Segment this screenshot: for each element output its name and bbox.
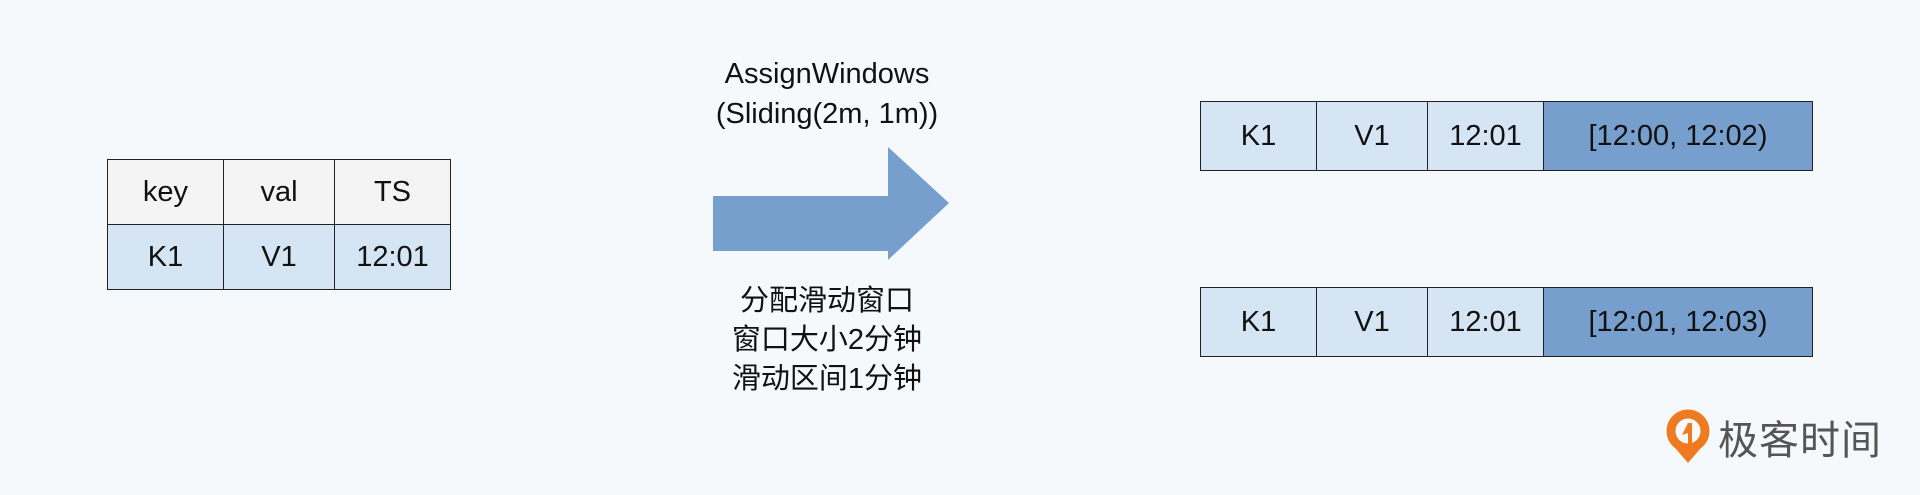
logo-pin-icon bbox=[1666, 409, 1710, 463]
cell-window: [12:00, 12:02) bbox=[1543, 101, 1813, 171]
right-arrow-icon bbox=[713, 147, 949, 260]
header-val: val bbox=[223, 159, 335, 225]
input-header-row: key val TS bbox=[107, 159, 451, 225]
description-line-2: 窗口大小2分钟 bbox=[731, 324, 923, 356]
header-ts: TS bbox=[334, 159, 451, 225]
cell-key: K1 bbox=[1200, 101, 1317, 171]
cell-val: V1 bbox=[1316, 101, 1428, 171]
operation-args: (Sliding(2m, 1m)) bbox=[715, 98, 939, 130]
input-data-row: K1 V1 12:01 bbox=[107, 224, 451, 290]
cell-ts: 12:01 bbox=[334, 224, 451, 290]
geektime-logo: 极客时间 bbox=[1666, 408, 1882, 466]
cell-window: [12:01, 12:03) bbox=[1543, 287, 1813, 357]
logo-text: 极客时间 bbox=[1718, 418, 1882, 464]
cell-ts: 12:01 bbox=[1427, 101, 1544, 171]
cell-ts: 12:01 bbox=[1427, 287, 1544, 357]
output-record-1: K1 V1 12:01 [12:00, 12:02) bbox=[1200, 101, 1813, 171]
header-key: key bbox=[107, 159, 224, 225]
operation-name: AssignWindows bbox=[724, 58, 930, 90]
input-record-table: key val TS K1 V1 12:01 bbox=[107, 159, 451, 290]
cell-key: K1 bbox=[107, 224, 224, 290]
output-record-2: K1 V1 12:01 [12:01, 12:03) bbox=[1200, 287, 1813, 357]
description-label: 分配滑动窗口 窗口大小2分钟 滑动区间1分钟 bbox=[627, 282, 1027, 399]
description-line-1: 分配滑动窗口 bbox=[739, 285, 914, 317]
cell-key: K1 bbox=[1200, 287, 1317, 357]
description-line-3: 滑动区间1分钟 bbox=[731, 363, 923, 395]
cell-val: V1 bbox=[223, 224, 335, 290]
operation-label: AssignWindows (Sliding(2m, 1m)) bbox=[627, 54, 1027, 134]
cell-val: V1 bbox=[1316, 287, 1428, 357]
